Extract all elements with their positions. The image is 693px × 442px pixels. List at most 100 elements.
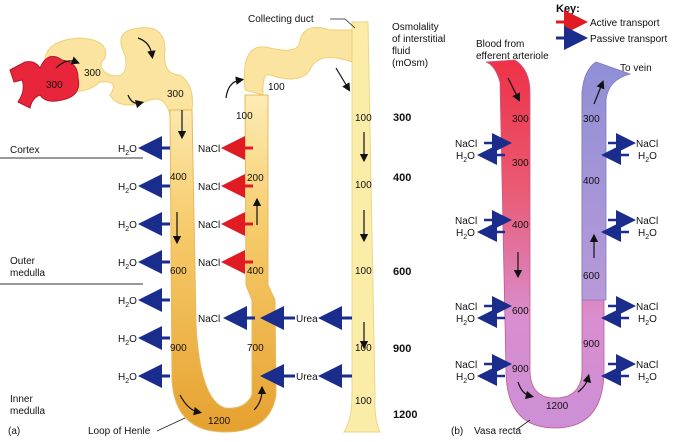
distal-tubule — [243, 27, 353, 96]
svg-text:H2O: H2O — [456, 228, 475, 241]
cortex-label: Cortex — [10, 145, 39, 156]
svg-text:NaCl: NaCl — [636, 302, 658, 313]
descending-900: 900 — [170, 343, 187, 354]
svg-text:H2O: H2O — [638, 228, 657, 241]
vasa-right-300: 300 — [583, 114, 600, 125]
ascending-100: 100 — [236, 111, 253, 122]
ascending-200: 200 — [247, 173, 264, 184]
vasa-right-600: 600 — [583, 271, 600, 282]
svg-text:NaCl: NaCl — [636, 216, 658, 227]
vasa-bottom-1200: 1200 — [546, 401, 569, 412]
svg-text:H2O: H2O — [118, 182, 137, 195]
descending-400: 400 — [170, 172, 187, 183]
panel-b-label: (b) — [451, 426, 463, 437]
loop-leader — [156, 417, 186, 432]
svg-text:H2O: H2O — [638, 372, 657, 385]
outer-medulla-label-2: medulla — [10, 268, 45, 279]
svg-text:NaCl: NaCl — [455, 139, 477, 150]
svg-text:H2O: H2O — [118, 334, 137, 347]
vasa-left-300b: 300 — [512, 158, 529, 169]
scale-400: 400 — [393, 172, 411, 184]
svg-text:NaCl: NaCl — [455, 360, 477, 371]
vasa-recta-left — [485, 59, 605, 429]
ascending-700: 700 — [247, 343, 264, 354]
ascending-400: 400 — [247, 266, 264, 277]
vasa-right-labels: NaCl H2O NaCl H2O NaCl H2O NaCl H2O — [636, 139, 658, 385]
vasa-left-400: 400 — [512, 220, 529, 231]
proximal-tubule — [43, 27, 193, 116]
scale-900: 900 — [393, 343, 411, 355]
duct-100-b: 100 — [355, 113, 372, 124]
scale-1200: 1200 — [393, 409, 417, 421]
afferent-vessel — [9, 55, 80, 109]
svg-text:NaCl: NaCl — [636, 139, 658, 150]
nacl-active-4: NaCl — [198, 258, 220, 269]
urea-arrows — [260, 306, 352, 388]
vasa-left-labels: NaCl H2O NaCl H2O NaCl H2O NaCl H2O — [455, 139, 477, 385]
key-active-label: Active transport — [590, 18, 660, 29]
svg-text:NaCl: NaCl — [455, 216, 477, 227]
loop-bottom-1200: 1200 — [208, 416, 231, 427]
svg-text:H2O: H2O — [118, 258, 137, 271]
nacl-passive-label: NaCl — [198, 314, 220, 325]
inner-medulla-label-2: medulla — [10, 406, 45, 417]
osmolality-heading-1: Osmolality — [392, 22, 439, 33]
vasa-left-transport — [477, 133, 512, 386]
h2o-arrows-a — [138, 136, 170, 388]
collecting-duct-label: Collecting duct — [248, 14, 314, 25]
osmolality-heading-4: (mOsm) — [392, 58, 428, 69]
duct-100-f: 100 — [355, 396, 372, 407]
vasa-right-900: 900 — [583, 339, 600, 350]
vasa-leader — [515, 419, 531, 431]
duct-100-d: 100 — [355, 266, 372, 277]
vasa-flow-arrows — [507, 77, 605, 400]
urea-label-2: Urea — [296, 372, 318, 383]
svg-text:H2O: H2O — [638, 314, 657, 327]
svg-text:H2O: H2O — [638, 151, 657, 164]
nacl-active-2: NaCl — [198, 182, 220, 193]
key-passive-label: Passive transport — [590, 34, 667, 45]
svg-text:H2O: H2O — [456, 314, 475, 327]
vasa-left-900: 900 — [512, 364, 529, 375]
collecting-duct — [343, 21, 381, 433]
h2o-labels-a: H2O H2O H2O H2O H2O H2O H2O — [118, 144, 137, 385]
to-vein-label: To vein — [620, 63, 652, 74]
svg-text:NaCl: NaCl — [455, 302, 477, 313]
panel-a-label: (a) — [8, 426, 20, 437]
descending-300: 300 — [167, 89, 184, 100]
svg-text:H2O: H2O — [118, 372, 137, 385]
duct-100-a: 100 — [268, 82, 285, 93]
flow-arrows-a — [55, 37, 369, 416]
loop-of-henle-label: Loop of Henle — [88, 426, 151, 437]
vasa-right-transport — [601, 133, 636, 386]
duct-100-c: 100 — [355, 180, 372, 191]
inner-medulla-label-1: Inner — [10, 394, 33, 405]
scale-300: 300 — [393, 112, 411, 124]
osmolality-heading-2: of interstitial — [392, 34, 445, 45]
collecting-duct-leader — [330, 18, 356, 29]
svg-text:H2O: H2O — [456, 372, 475, 385]
nacl-active-3: NaCl — [198, 220, 220, 231]
vasa-left-600: 600 — [512, 306, 529, 317]
vasa-recta-label: Vasa recta — [474, 426, 521, 437]
svg-text:H2O: H2O — [118, 144, 137, 157]
vasa-left-300a: 300 — [512, 114, 529, 125]
descending-600: 600 — [170, 266, 187, 277]
svg-text:H2O: H2O — [118, 296, 137, 309]
svg-text:H2O: H2O — [456, 151, 475, 164]
outer-medulla-label-1: Outer — [10, 256, 36, 267]
vessel-value-1: 300 — [46, 80, 63, 91]
blood-from-label-2: efferent arteriole — [476, 51, 549, 62]
nacl-active-1: NaCl — [198, 144, 220, 155]
scale-600: 600 — [393, 266, 411, 278]
vasa-right-400: 400 — [583, 176, 600, 187]
urea-label-1: Urea — [296, 314, 318, 325]
svg-text:NaCl: NaCl — [636, 360, 658, 371]
blood-from-label-1: Blood from — [476, 39, 524, 50]
key-title: Key: — [556, 3, 580, 15]
loop-of-henle — [169, 94, 277, 433]
svg-text:H2O: H2O — [118, 220, 137, 233]
nacl-active-arrows — [221, 136, 253, 274]
